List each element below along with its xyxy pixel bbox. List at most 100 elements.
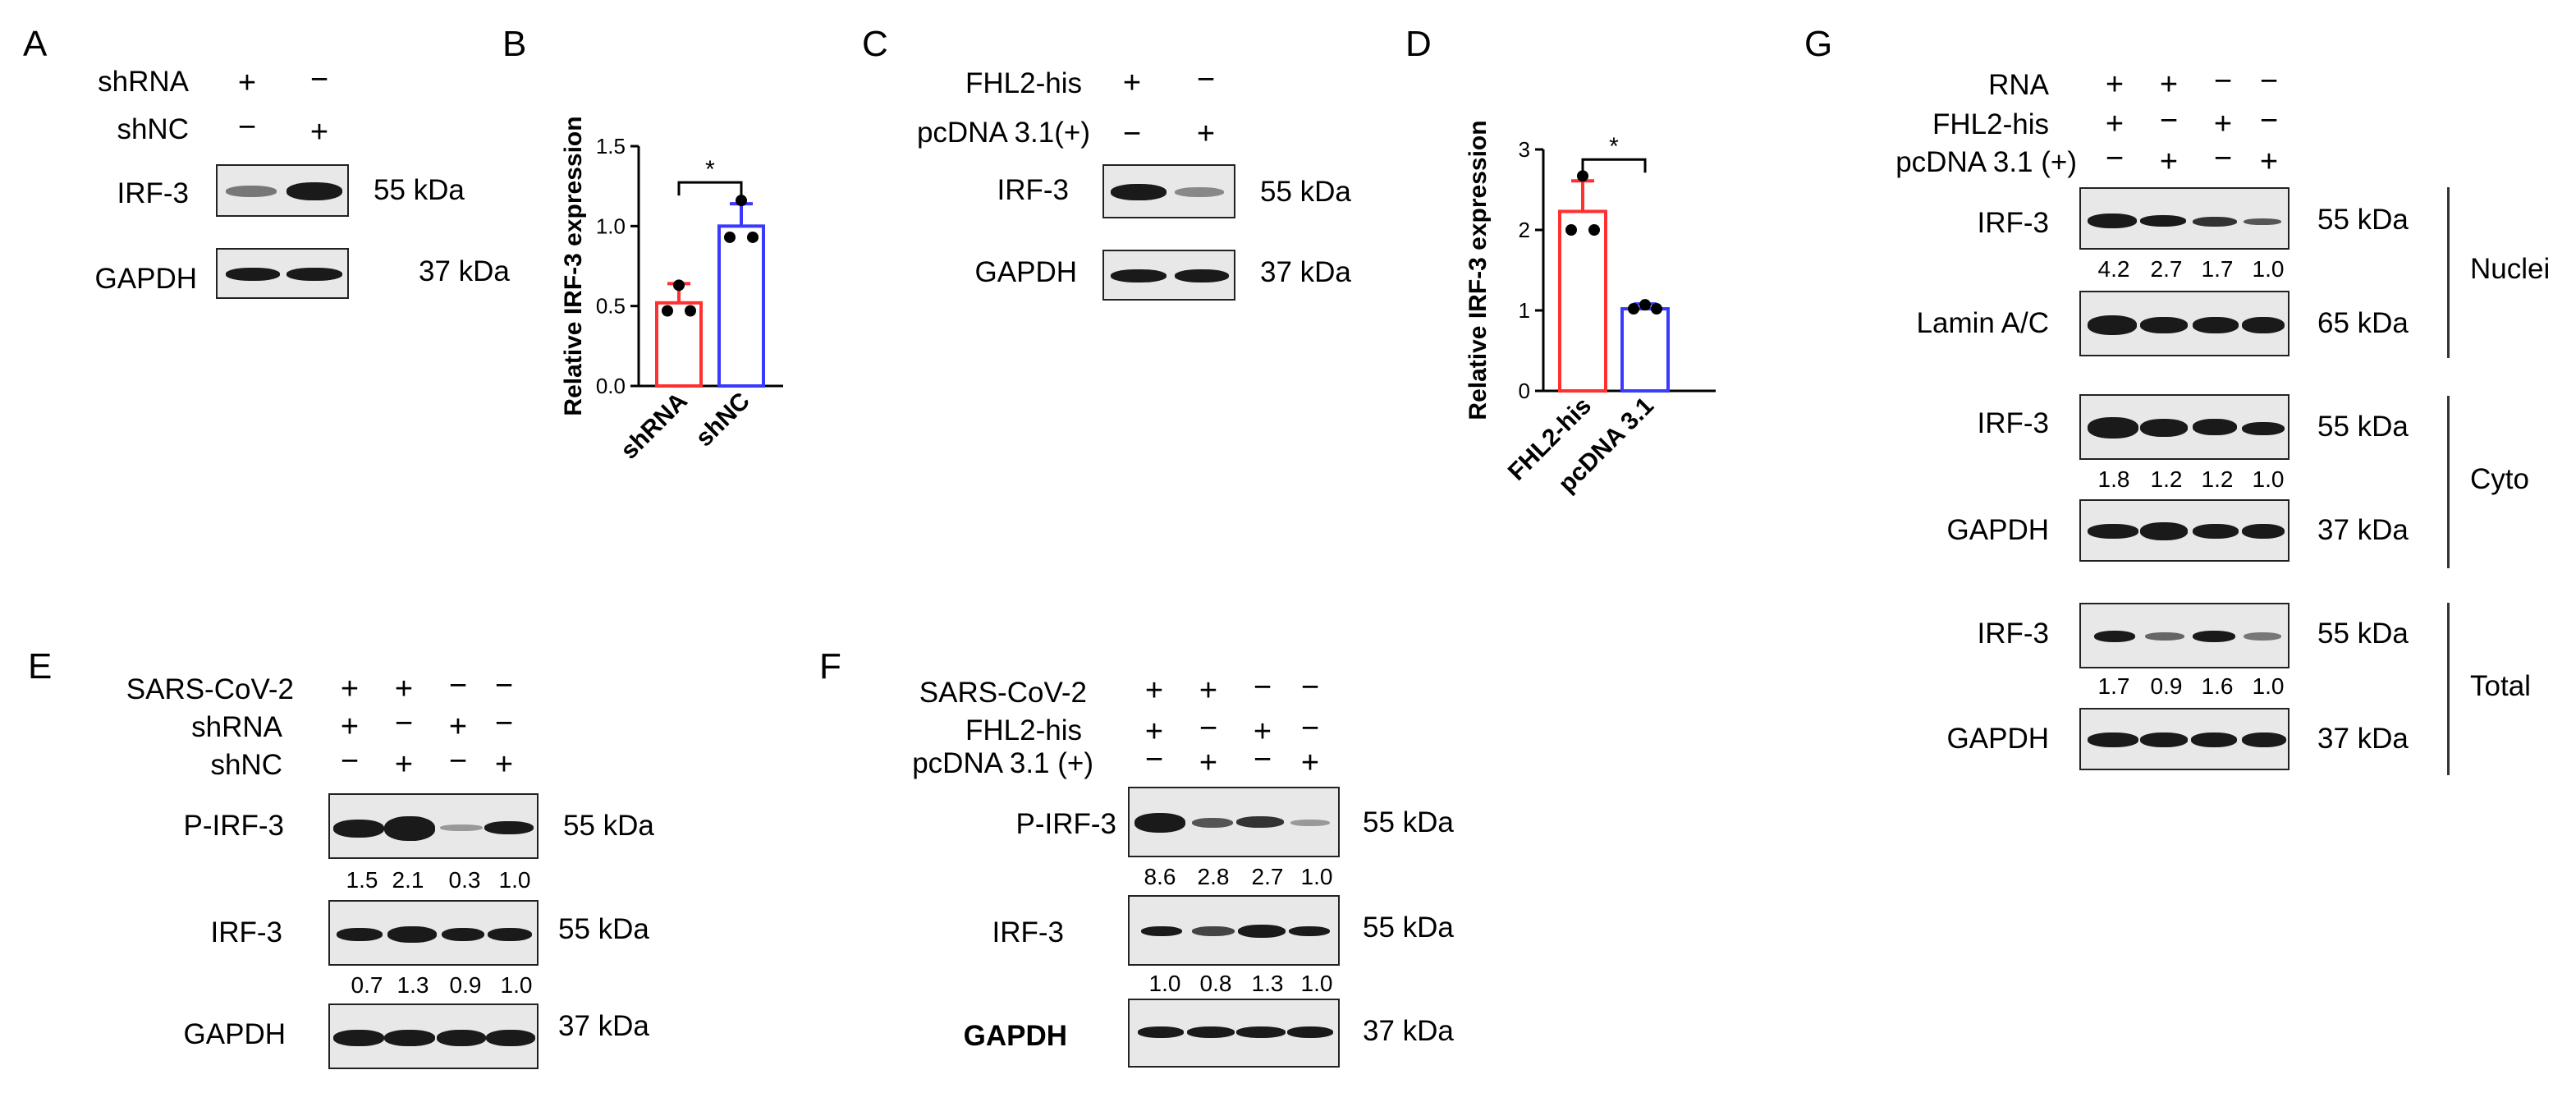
blot-lamin xyxy=(2079,291,2290,356)
condition-label: pcDNA 3.1 (+) xyxy=(912,747,1093,779)
quant-value: 1.7 xyxy=(2097,673,2130,699)
band xyxy=(2193,524,2239,539)
band xyxy=(2244,632,2281,641)
y-tick-label: 2 xyxy=(1519,218,1530,242)
band xyxy=(2193,631,2235,642)
condition-label: shNC xyxy=(210,749,282,781)
band xyxy=(1111,184,1167,200)
band xyxy=(2140,522,2188,540)
y-tick-label: 0.0 xyxy=(596,374,626,398)
condition-label: FHL2-his xyxy=(965,67,1082,99)
blot-protein-label: IRF-3 xyxy=(992,916,1065,948)
condition-sign: − xyxy=(1122,117,1142,151)
data-point xyxy=(1639,299,1651,311)
blot-protein-label: P-IRF-3 xyxy=(183,810,285,842)
blot-irf3 xyxy=(1128,895,1340,966)
band xyxy=(2242,524,2285,539)
condition-sign: + xyxy=(340,672,360,706)
quant-value: 1.0 xyxy=(1148,971,1181,996)
blot-irf3 xyxy=(1102,164,1235,218)
band xyxy=(437,1030,486,1046)
panel-label-f: F xyxy=(819,646,841,687)
condition-sign: + xyxy=(237,66,257,100)
blot-cyto-gapdh xyxy=(2079,499,2290,562)
bar xyxy=(1620,307,1670,393)
band xyxy=(488,928,532,941)
panel-label-g: G xyxy=(1804,24,1833,64)
condition-sign: + xyxy=(2105,107,2125,141)
band xyxy=(2193,419,2237,435)
quant-value: 0.9 xyxy=(2150,673,2183,699)
condition-sign: − xyxy=(448,668,468,703)
blot-size-label: 37 kDa xyxy=(558,1010,649,1042)
band xyxy=(1289,926,1330,936)
significance-star: * xyxy=(1609,133,1619,160)
condition-sign: + xyxy=(1199,673,1218,708)
condition-sign: + xyxy=(1144,673,1164,708)
band xyxy=(484,821,534,834)
bar xyxy=(655,301,703,388)
fraction-divider xyxy=(2447,396,2450,568)
condition-sign: − xyxy=(2105,141,2125,176)
quant-value: 1.5 xyxy=(346,867,378,893)
blot-protein-label: IRF-3 xyxy=(1977,407,2050,439)
y-tick-label: 1.5 xyxy=(596,134,626,158)
condition-sign: − xyxy=(1199,711,1218,746)
quant-value: 1.0 xyxy=(1300,971,1333,996)
condition-sign: − xyxy=(2213,141,2233,176)
condition-sign: − xyxy=(1300,670,1320,705)
data-point xyxy=(1628,303,1639,315)
blot-protein-label: IRF-3 xyxy=(210,916,283,948)
condition-label: FHL2-his xyxy=(1932,108,2049,140)
band xyxy=(2088,214,2137,228)
condition-sign: + xyxy=(2105,67,2125,102)
blot-size-label: 55 kDa xyxy=(558,913,649,945)
blot-protein-label: P-IRF-3 xyxy=(1015,808,1117,840)
data-point xyxy=(1588,224,1600,236)
band xyxy=(2244,218,2281,225)
blot-size-label: 55 kDa xyxy=(2317,618,2409,650)
blot-size-label: 55 kDa xyxy=(563,810,654,842)
condition-label: pcDNA 3.1(+) xyxy=(916,117,1090,149)
blot-protein-label: GAPDH xyxy=(183,1018,286,1050)
fraction-divider xyxy=(2447,187,2450,358)
condition-sign: − xyxy=(340,744,360,778)
band xyxy=(1175,269,1229,282)
blot-size-label: 65 kDa xyxy=(2317,307,2409,339)
condition-sign: + xyxy=(394,747,414,782)
blot-cyto-irf3 xyxy=(2079,394,2290,460)
band xyxy=(2088,524,2138,539)
condition-sign: − xyxy=(2259,64,2279,99)
band xyxy=(2193,217,2237,227)
band xyxy=(1187,1026,1235,1038)
quant-value: 1.0 xyxy=(2252,256,2285,282)
blot-protein-label: GAPDH xyxy=(94,263,197,295)
condition-sign: + xyxy=(1199,746,1218,780)
blot-protein-label: Lamin A/C xyxy=(1916,307,2049,339)
band xyxy=(2191,732,2237,747)
quant-value: 1.2 xyxy=(2150,466,2183,492)
condition-sign: − xyxy=(1253,742,1272,777)
blot-protein-label: GAPDH xyxy=(974,256,1077,288)
blot-size-label: 55 kDa xyxy=(1363,912,1454,944)
quant-value: 0.9 xyxy=(449,972,482,998)
quant-value: 2.1 xyxy=(392,867,424,893)
data-point xyxy=(1565,224,1577,236)
blot-size-label: 55 kDa xyxy=(2317,204,2409,236)
significance-bracket xyxy=(1581,158,1647,173)
band xyxy=(2140,732,2188,747)
fraction-label: Total xyxy=(2470,670,2531,702)
condition-label: SARS-CoV-2 xyxy=(919,677,1087,709)
band xyxy=(226,268,280,281)
band xyxy=(333,820,384,838)
band xyxy=(1141,926,1182,936)
band xyxy=(286,268,342,281)
band xyxy=(387,926,437,943)
data-point xyxy=(1577,170,1588,182)
band xyxy=(1192,926,1235,936)
quant-value: 1.6 xyxy=(2201,673,2234,699)
condition-sign: − xyxy=(1144,742,1164,777)
data-point xyxy=(1651,303,1662,315)
band xyxy=(2140,419,2188,437)
band xyxy=(486,1030,535,1046)
